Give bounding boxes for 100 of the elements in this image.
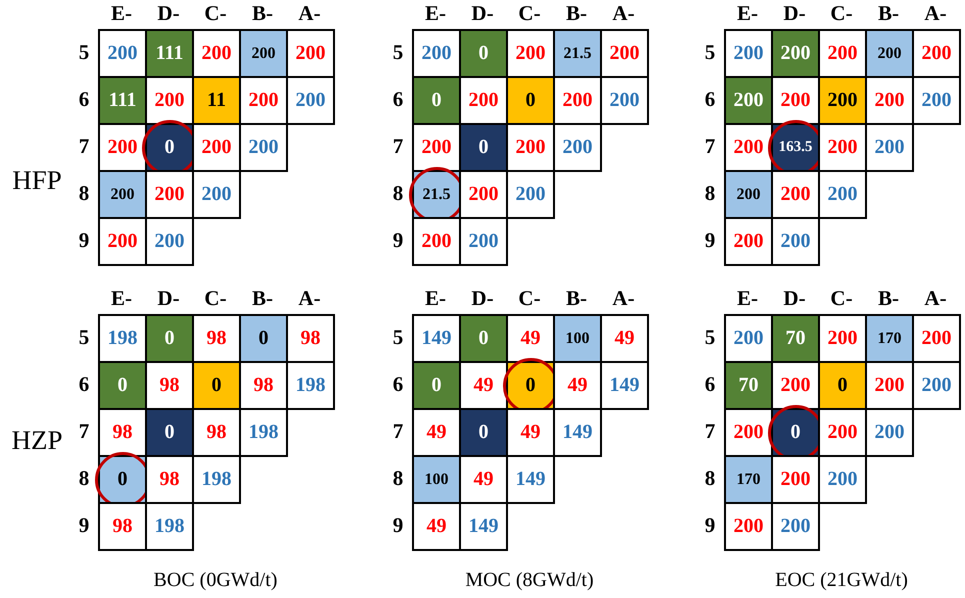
row-number: 8: [704, 180, 716, 207]
column-header: B-: [565, 285, 588, 311]
grid-cell: 200: [286, 29, 335, 78]
row-number: 5: [78, 39, 90, 66]
row-number: 5: [704, 324, 716, 351]
grid-cell: 149: [600, 361, 649, 410]
grid-cell: 200: [865, 408, 914, 457]
grid-cell: 200: [600, 29, 649, 78]
column-header: B-: [877, 285, 900, 311]
column-header: E-: [736, 285, 759, 311]
column-header: D-: [156, 285, 181, 311]
row-number: 7: [392, 418, 404, 445]
grid-cell: 200: [724, 314, 773, 363]
column-header: D-: [470, 285, 495, 311]
column-header: D-: [782, 285, 807, 311]
row-number: 8: [704, 465, 716, 492]
column-header: E-: [110, 285, 133, 311]
row-number: 6: [392, 86, 404, 113]
grid-cell: 200: [239, 123, 288, 172]
grid-cell: 49: [412, 502, 461, 551]
column-header: A-: [297, 0, 322, 26]
grid-cell: 200: [865, 123, 914, 172]
grid-cell: 100: [553, 314, 602, 363]
grid-cell: 149: [506, 455, 555, 504]
grid-cell: 200: [818, 170, 867, 219]
row-number: 8: [78, 465, 90, 492]
row-number: 7: [704, 418, 716, 445]
grid-cell: 200: [98, 170, 147, 219]
grid-cell: 200: [600, 76, 649, 125]
row-number: 8: [392, 180, 404, 207]
grid-cell: 200: [145, 217, 194, 266]
grid-cell: 149: [412, 314, 461, 363]
grid-cell: 200: [412, 29, 461, 78]
grid-cell: 200: [771, 217, 820, 266]
row-label: HFP: [11, 164, 63, 196]
grid-cell: 0: [192, 361, 241, 410]
grid-cell: 170: [724, 455, 773, 504]
column-header: A-: [611, 285, 636, 311]
grid-cell: 200: [239, 29, 288, 78]
grid-cell: 198: [239, 408, 288, 457]
grid-cell: 100: [412, 455, 461, 504]
grid-cell: 21.5: [553, 29, 602, 78]
grid-cell: 198: [98, 314, 147, 363]
grid-cell: 111: [145, 29, 194, 78]
column-header: B-: [251, 285, 274, 311]
column-header: D-: [782, 0, 807, 26]
grid-cell: 149: [459, 502, 508, 551]
row-number: 9: [392, 227, 404, 254]
grid-cell: 200: [865, 29, 914, 78]
grid-cell: 0: [145, 408, 194, 457]
column-header: D-: [156, 0, 181, 26]
grid-cell: 49: [600, 314, 649, 363]
grid-cell: 200: [506, 170, 555, 219]
grid-cell: 0: [459, 29, 508, 78]
column-header: A-: [611, 0, 636, 26]
grid-cell: 0: [239, 314, 288, 363]
column-header: A-: [923, 285, 948, 311]
grid-cell: 200: [912, 29, 961, 78]
grid-cell: 0: [459, 314, 508, 363]
panel-caption: BOC (0GWd/t): [152, 568, 278, 592]
grid-cell: 98: [98, 502, 147, 551]
row-number: 5: [704, 39, 716, 66]
row-number: 9: [78, 227, 90, 254]
grid-cell: 198: [192, 455, 241, 504]
column-header: C-: [829, 285, 854, 311]
grid-cell: 149: [553, 408, 602, 457]
grid-cell: 0: [459, 123, 508, 172]
panel-caption: MOC (8GWd/t): [464, 568, 595, 592]
row-number: 9: [392, 512, 404, 539]
column-header: C-: [203, 285, 228, 311]
column-header: B-: [877, 0, 900, 26]
column-header: C-: [517, 0, 542, 26]
row-number: 6: [78, 86, 90, 113]
grid-cell: 98: [286, 314, 335, 363]
grid-cell: 200: [553, 123, 602, 172]
column-header: B-: [251, 0, 274, 26]
grid-cell: 200: [771, 502, 820, 551]
column-header: D-: [470, 0, 495, 26]
grid-cell: 0: [412, 361, 461, 410]
grid-cell: 0: [145, 314, 194, 363]
grid-cell: 200: [724, 217, 773, 266]
column-header: E-: [424, 0, 447, 26]
grid-cell: 198: [286, 361, 335, 410]
grid-cell: 170: [865, 314, 914, 363]
column-header: E-: [110, 0, 133, 26]
grid-cell: 70: [771, 314, 820, 363]
grid-cell: 11: [192, 76, 241, 125]
grid-cell: 200: [192, 170, 241, 219]
grid-cell: 70: [724, 361, 773, 410]
grid-cell: 0: [818, 361, 867, 410]
row-number: 7: [704, 133, 716, 160]
column-header: C-: [517, 285, 542, 311]
row-number: 7: [78, 133, 90, 160]
row-number: 9: [78, 512, 90, 539]
row-number: 5: [78, 324, 90, 351]
grid-cell: 200: [98, 217, 147, 266]
grid-cell: 200: [912, 361, 961, 410]
grid-cell: 111: [98, 76, 147, 125]
grid-cell: 200: [459, 217, 508, 266]
column-header: E-: [424, 285, 447, 311]
